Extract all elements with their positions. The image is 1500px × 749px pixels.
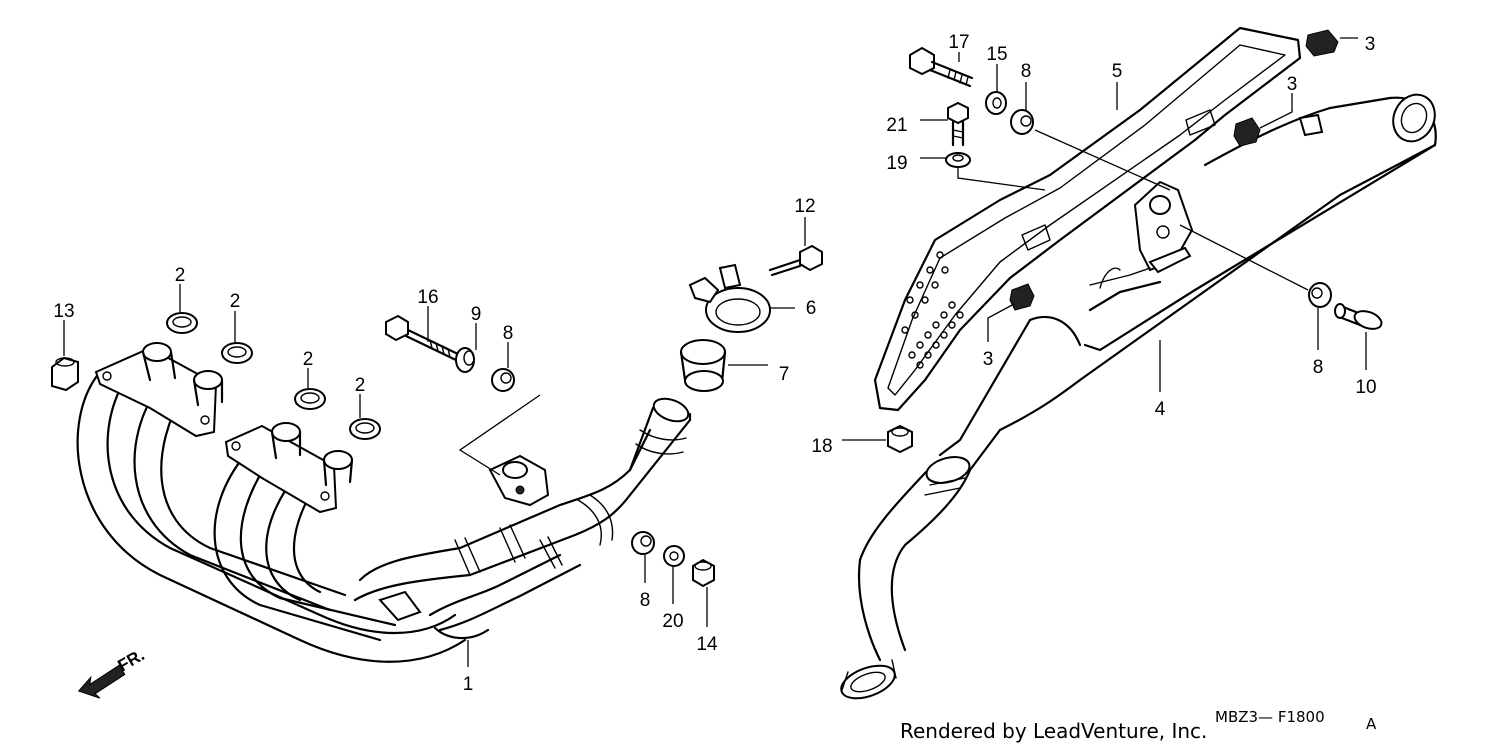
muffler-part-4[interactable] — [837, 88, 1442, 705]
diagram-revision: A — [1366, 715, 1377, 733]
callout-number-8: 8 — [640, 590, 651, 611]
washer-part-15[interactable] — [985, 91, 1007, 115]
callout-number-3: 3 — [1365, 34, 1376, 55]
rubber-part-3[interactable] — [1233, 117, 1261, 147]
callout-number-13: 13 — [53, 301, 74, 322]
gasket-part-2[interactable] — [221, 342, 253, 364]
collar-part-10[interactable] — [1334, 303, 1384, 332]
grommet-part-8[interactable] — [1010, 109, 1034, 135]
callout-number-4: 4 — [1155, 399, 1166, 420]
callout-number-17: 17 — [948, 32, 969, 53]
callout-number-1: 1 — [463, 674, 474, 695]
callout-number-3: 3 — [1287, 74, 1298, 95]
gasket-part-2[interactable] — [166, 312, 198, 334]
callout-number-10: 10 — [1355, 377, 1376, 398]
callout-number-14: 14 — [696, 634, 718, 655]
bolt-part-17[interactable] — [909, 46, 974, 88]
collar-part-9[interactable] — [455, 347, 475, 373]
nut-part-18[interactable] — [887, 424, 913, 454]
front-arrow-icon — [77, 664, 126, 699]
callout-number-2: 2 — [175, 265, 186, 286]
rubber-part-3[interactable] — [1009, 283, 1035, 311]
rubber-part-3[interactable] — [1305, 29, 1339, 57]
callout-number-7: 7 — [779, 364, 790, 385]
callout-number-21: 21 — [886, 115, 907, 136]
callout-number-3: 3 — [983, 349, 994, 370]
diagram-code: MBZ3— F1800 — [1215, 708, 1325, 726]
nut-part-14[interactable] — [692, 558, 715, 588]
front-direction-indicator: FR. — [77, 645, 148, 699]
grommet-part-8[interactable] — [491, 368, 515, 392]
callout-number-2: 2 — [303, 349, 314, 370]
gasket-part-2[interactable] — [349, 418, 381, 440]
callout-number-2: 2 — [230, 291, 241, 312]
nut-part-13[interactable] — [51, 356, 79, 392]
grommet-part-8[interactable] — [1308, 282, 1332, 308]
callout-number-8: 8 — [1313, 357, 1324, 378]
leader-lines — [63, 37, 1367, 667]
bolt-part-16[interactable] — [385, 314, 462, 363]
callout-number-18: 18 — [811, 436, 832, 457]
washer-part-20[interactable] — [663, 545, 685, 567]
callout-number-16: 16 — [417, 287, 438, 308]
exhaust-header-part-1[interactable] — [76, 342, 692, 663]
exhaust-gasket-part-7[interactable] — [679, 339, 727, 392]
render-credit: Rendered by LeadVenture, Inc. — [900, 719, 1207, 743]
gasket-part-2[interactable] — [294, 388, 326, 410]
muffler-clamp-part-6[interactable] — [688, 263, 771, 333]
grommet-part-8[interactable] — [631, 531, 655, 555]
callout-number-12: 12 — [794, 196, 815, 217]
callout-number-8: 8 — [1021, 61, 1032, 82]
bolt-part-12[interactable] — [768, 244, 823, 277]
callout-number-20: 20 — [662, 611, 683, 632]
callout-number-2: 2 — [355, 375, 366, 396]
muffler-protector-part-5[interactable] — [873, 26, 1302, 412]
bolt-part-21[interactable] — [947, 101, 969, 147]
callout-number-9: 9 — [471, 304, 482, 325]
callout-number-19: 19 — [886, 153, 907, 174]
callout-number-8: 8 — [503, 323, 514, 344]
callout-number-15: 15 — [986, 44, 1007, 65]
callout-number-6: 6 — [806, 298, 817, 319]
washer-part-19[interactable] — [945, 152, 971, 168]
callout-number-5: 5 — [1112, 61, 1123, 82]
